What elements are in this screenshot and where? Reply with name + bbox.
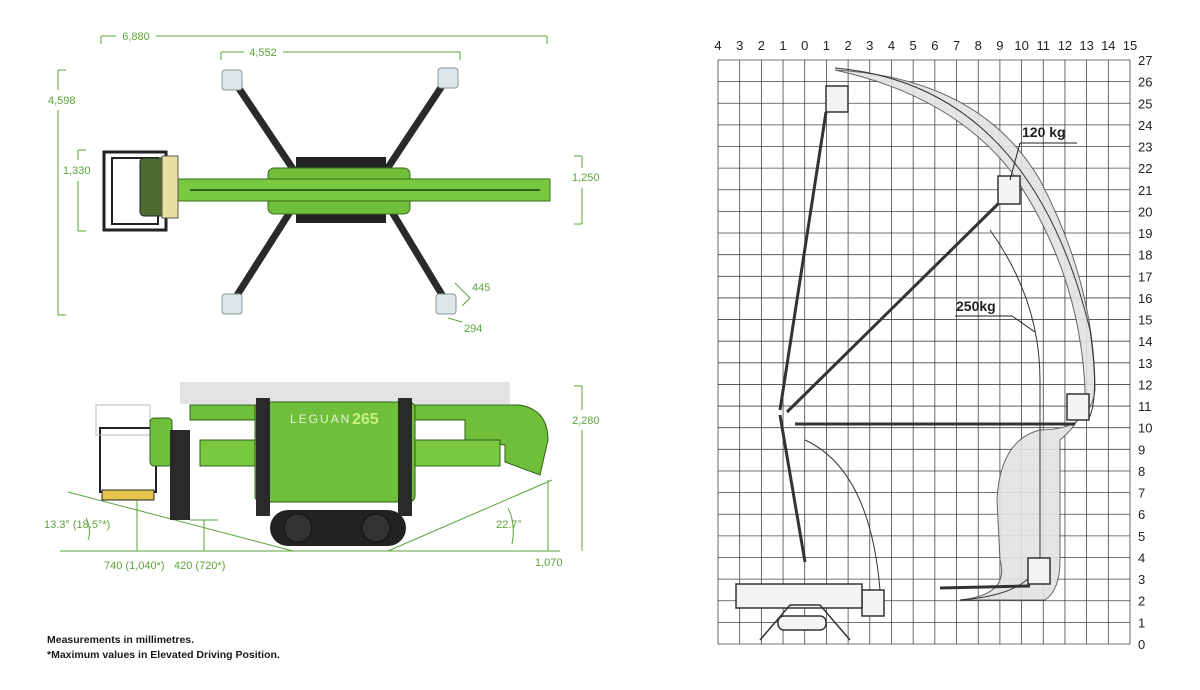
dim-height: 2,280 bbox=[572, 415, 600, 427]
y-tick-label: 9 bbox=[1138, 442, 1145, 457]
x-tick-label: 13 bbox=[1079, 38, 1093, 53]
x-tick-label: 11 bbox=[1037, 38, 1051, 53]
top-view-machine bbox=[102, 67, 551, 315]
y-tick-label: 18 bbox=[1138, 248, 1152, 263]
x-tick-label: 4 bbox=[888, 38, 895, 53]
x-tick-label: 3 bbox=[736, 38, 743, 53]
y-tick-label: 7 bbox=[1138, 486, 1145, 501]
y-tick-label: 4 bbox=[1138, 550, 1145, 565]
y-tick-label: 5 bbox=[1138, 529, 1145, 544]
dim-angle-front: 13.3° (18.5°*) bbox=[44, 519, 110, 531]
dim-pad-width: 294 bbox=[464, 323, 482, 335]
dim-angle-rear: 22.7° bbox=[496, 519, 522, 531]
x-tick-label: 1 bbox=[823, 38, 830, 53]
y-tick-label: 17 bbox=[1138, 269, 1152, 284]
y-tick-label: 26 bbox=[1138, 75, 1152, 90]
x-tick-label: 0 bbox=[801, 38, 808, 53]
dim-outrigger-width: 4,598 bbox=[48, 95, 76, 107]
boom-positions bbox=[778, 111, 1075, 590]
y-tick-label: 13 bbox=[1138, 356, 1152, 371]
x-tick-label: 8 bbox=[975, 38, 982, 53]
y-tick-label: 19 bbox=[1138, 226, 1152, 241]
x-tick-label: 9 bbox=[996, 38, 1003, 53]
x-tick-label: 15 bbox=[1123, 38, 1137, 53]
note-units: Measurements in millimetres. bbox=[47, 634, 195, 646]
dim-front-overhang: 740 (1,040*) bbox=[104, 560, 165, 572]
dim-rear-height: 1,070 bbox=[535, 557, 563, 569]
brand-label: LEGUAN bbox=[290, 412, 351, 426]
note-elevated: *Maximum values in Elevated Driving Posi… bbox=[47, 649, 280, 661]
base-machine bbox=[735, 583, 863, 641]
y-tick-label: 22 bbox=[1138, 161, 1152, 176]
y-tick-label: 20 bbox=[1138, 204, 1152, 219]
y-tick-label: 16 bbox=[1138, 291, 1152, 306]
reach-grid bbox=[717, 59, 1131, 645]
side-view-dimensions bbox=[60, 385, 583, 552]
load-label-120: 120 kg bbox=[1022, 124, 1066, 140]
y-tick-label: 14 bbox=[1138, 334, 1152, 349]
x-tick-label: 4 bbox=[714, 38, 721, 53]
side-view-machine: LEGUAN 265 bbox=[95, 382, 549, 546]
model-label: 265 bbox=[352, 411, 379, 428]
basket-positions bbox=[825, 85, 1090, 617]
y-tick-label: 15 bbox=[1138, 313, 1152, 328]
dim-overall-length: 6,880 bbox=[122, 31, 150, 43]
x-tick-label: 2 bbox=[844, 38, 851, 53]
dim-pad-length: 445 bbox=[472, 282, 490, 294]
x-tick-label: 7 bbox=[953, 38, 960, 53]
y-tick-label: 2 bbox=[1138, 594, 1145, 609]
x-tick-label: 1 bbox=[779, 38, 786, 53]
dim-machine-width: 1,250 bbox=[572, 172, 600, 184]
x-tick-label: 12 bbox=[1058, 38, 1072, 53]
y-tick-label: 11 bbox=[1138, 399, 1152, 414]
y-tick-label: 6 bbox=[1138, 507, 1145, 522]
y-tick-label: 1 bbox=[1138, 615, 1145, 630]
top-view-dimensions bbox=[57, 35, 583, 323]
y-tick-label: 27 bbox=[1138, 53, 1152, 68]
y-tick-label: 8 bbox=[1138, 464, 1145, 479]
x-tick-label: 6 bbox=[931, 38, 938, 53]
dim-outrigger-span: 4,552 bbox=[249, 47, 277, 59]
working-envelope bbox=[834, 69, 1096, 601]
load-label-250: 250kg bbox=[956, 298, 996, 314]
x-tick-label: 3 bbox=[866, 38, 873, 53]
y-tick-label: 10 bbox=[1138, 421, 1152, 436]
y-tick-label: 24 bbox=[1138, 118, 1152, 133]
y-tick-label: 21 bbox=[1138, 183, 1152, 198]
y-tick-label: 12 bbox=[1138, 377, 1152, 392]
dim-basket-width: 1,330 bbox=[63, 165, 91, 177]
x-tick-label: 5 bbox=[910, 38, 917, 53]
x-tick-label: 10 bbox=[1014, 38, 1028, 53]
y-tick-label: 25 bbox=[1138, 96, 1152, 111]
y-tick-label: 0 bbox=[1138, 637, 1145, 652]
dim-clearance: 420 (720*) bbox=[174, 560, 225, 572]
y-tick-labels: 0123456789101112131415161718192021222324… bbox=[1138, 53, 1152, 652]
y-tick-label: 3 bbox=[1138, 572, 1145, 587]
x-tick-label: 14 bbox=[1101, 38, 1115, 53]
y-tick-label: 23 bbox=[1138, 140, 1152, 155]
x-tick-label: 2 bbox=[758, 38, 765, 53]
